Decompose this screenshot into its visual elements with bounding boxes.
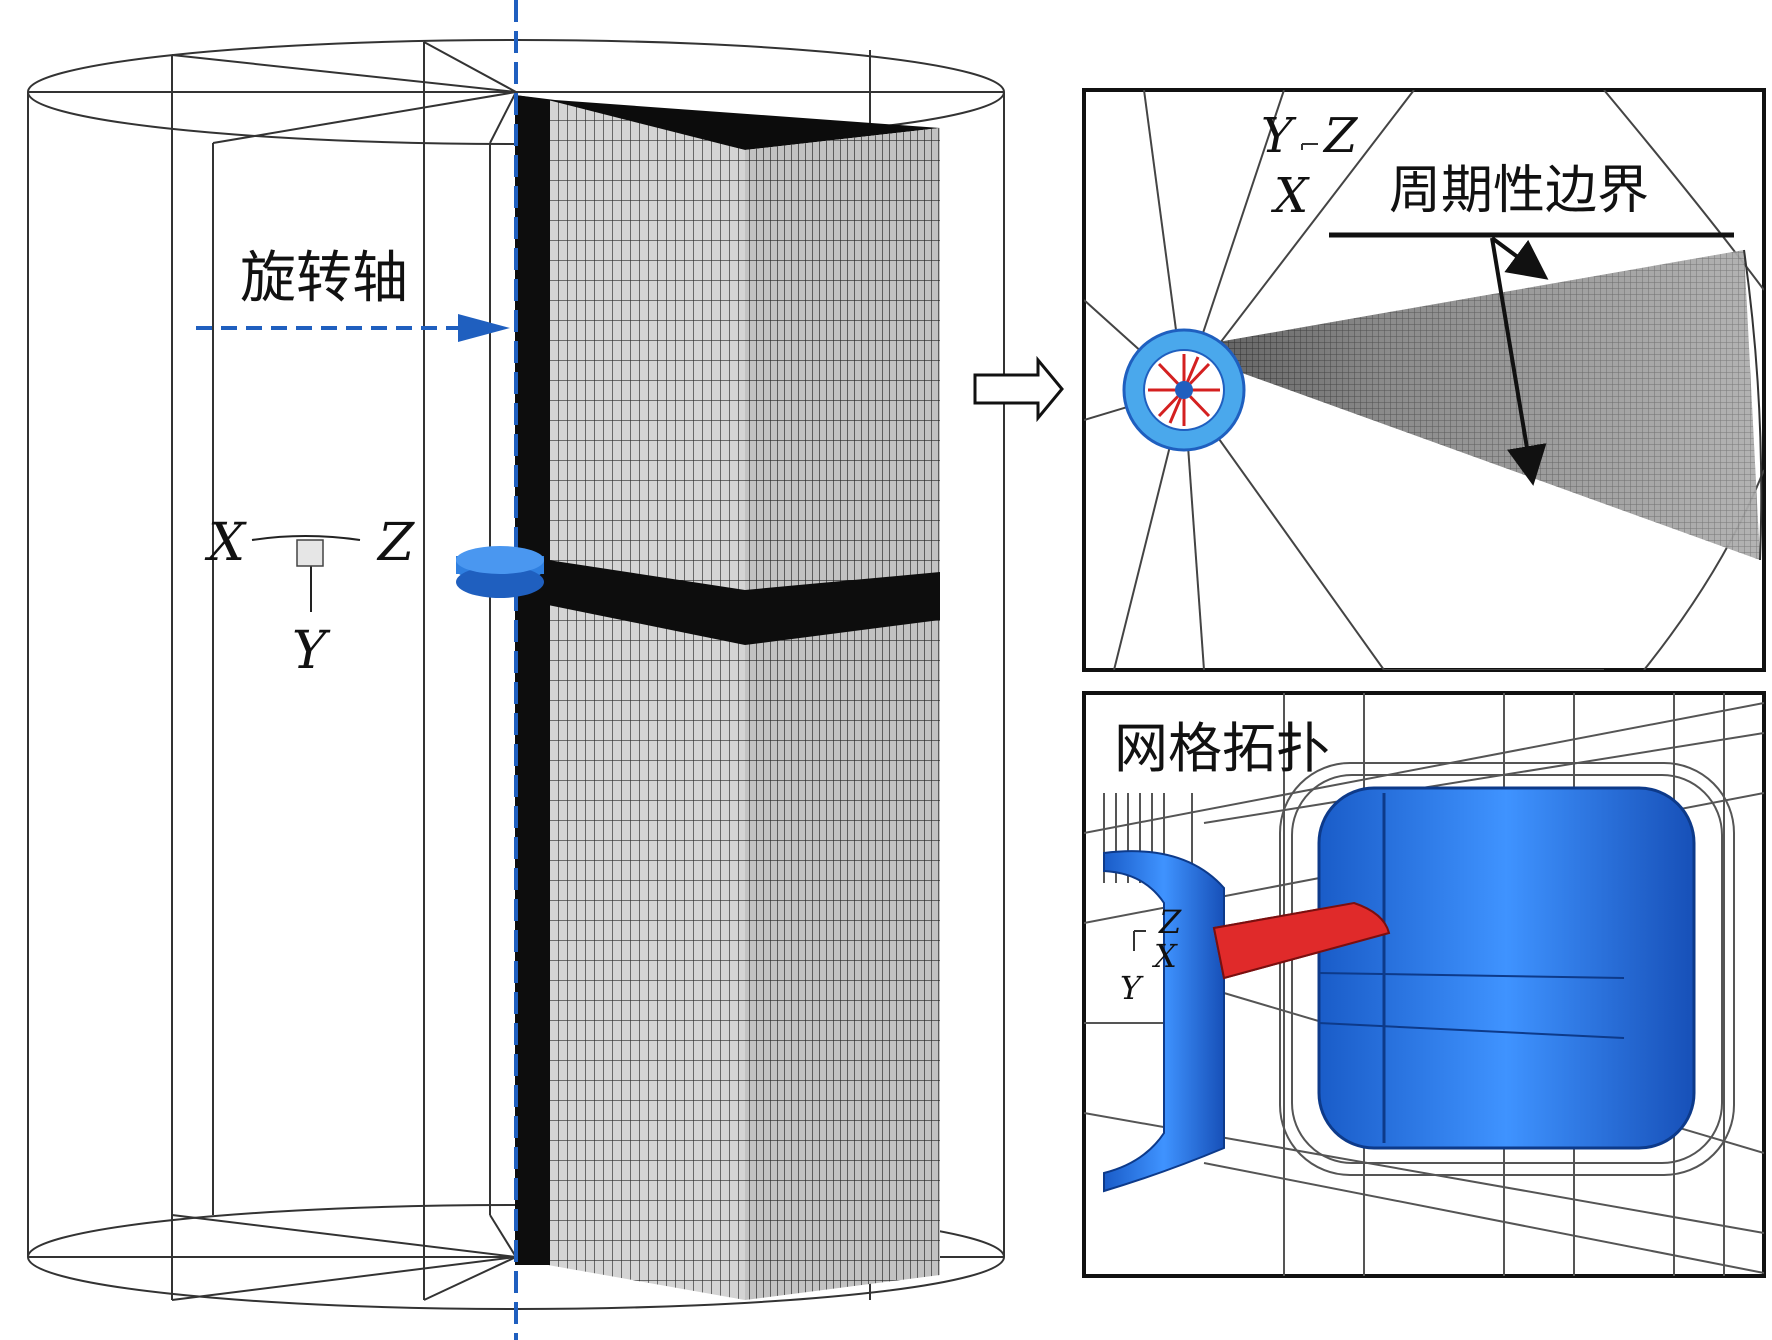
hub-block <box>1317 786 1696 1150</box>
boundary-arrow-lower <box>1490 237 1547 486</box>
axis-z-label: Z <box>376 513 415 573</box>
mesh-axis-strip <box>515 95 550 1265</box>
boundary-arrow-upper <box>1490 236 1549 280</box>
rotation-axis-leader <box>196 314 510 342</box>
axis-y-label-br: Y <box>1120 969 1144 1007</box>
axis-z-label-br: Z <box>1158 903 1182 941</box>
mesh-top-face <box>515 95 940 150</box>
mesh-topology-panel: Z X Y 网格拓扑 <box>1082 691 1766 1278</box>
axis-triad-bottom-right: Z X Y <box>1120 903 1182 1007</box>
axis-triad-top-right: Y Z X <box>1261 108 1359 224</box>
periodic-boundary-panel: Y Z X 周期性边界 <box>1082 88 1766 672</box>
axis-x-label-br: X <box>1151 937 1178 975</box>
rotation-axis <box>456 0 544 1340</box>
axis-z-label-tr: Z <box>1322 108 1359 164</box>
axis-x-label: X <box>204 513 247 573</box>
mesh-block <box>515 95 940 1300</box>
mesh-topology-label: 网格拓扑 <box>1114 717 1330 780</box>
rotor-top-view <box>1122 328 1246 452</box>
mesh-front-face <box>548 100 745 1300</box>
axis-x-label-tr: X <box>1270 168 1310 224</box>
axis-y-label: Y <box>292 621 331 681</box>
rotation-axis-label: 旋转轴 <box>240 246 408 311</box>
triad-cube-icon <box>296 539 324 567</box>
mesh-side-face <box>745 128 940 1300</box>
periodic-boundary-label: 周期性边界 <box>1389 161 1649 221</box>
right-arrow-icon <box>973 355 1064 423</box>
shroud-part <box>1103 850 1225 1193</box>
axis-y-label-tr: Y <box>1261 108 1297 164</box>
mesh-interface-band <box>548 560 940 645</box>
axis-triad-main: X Z Y <box>204 513 415 681</box>
